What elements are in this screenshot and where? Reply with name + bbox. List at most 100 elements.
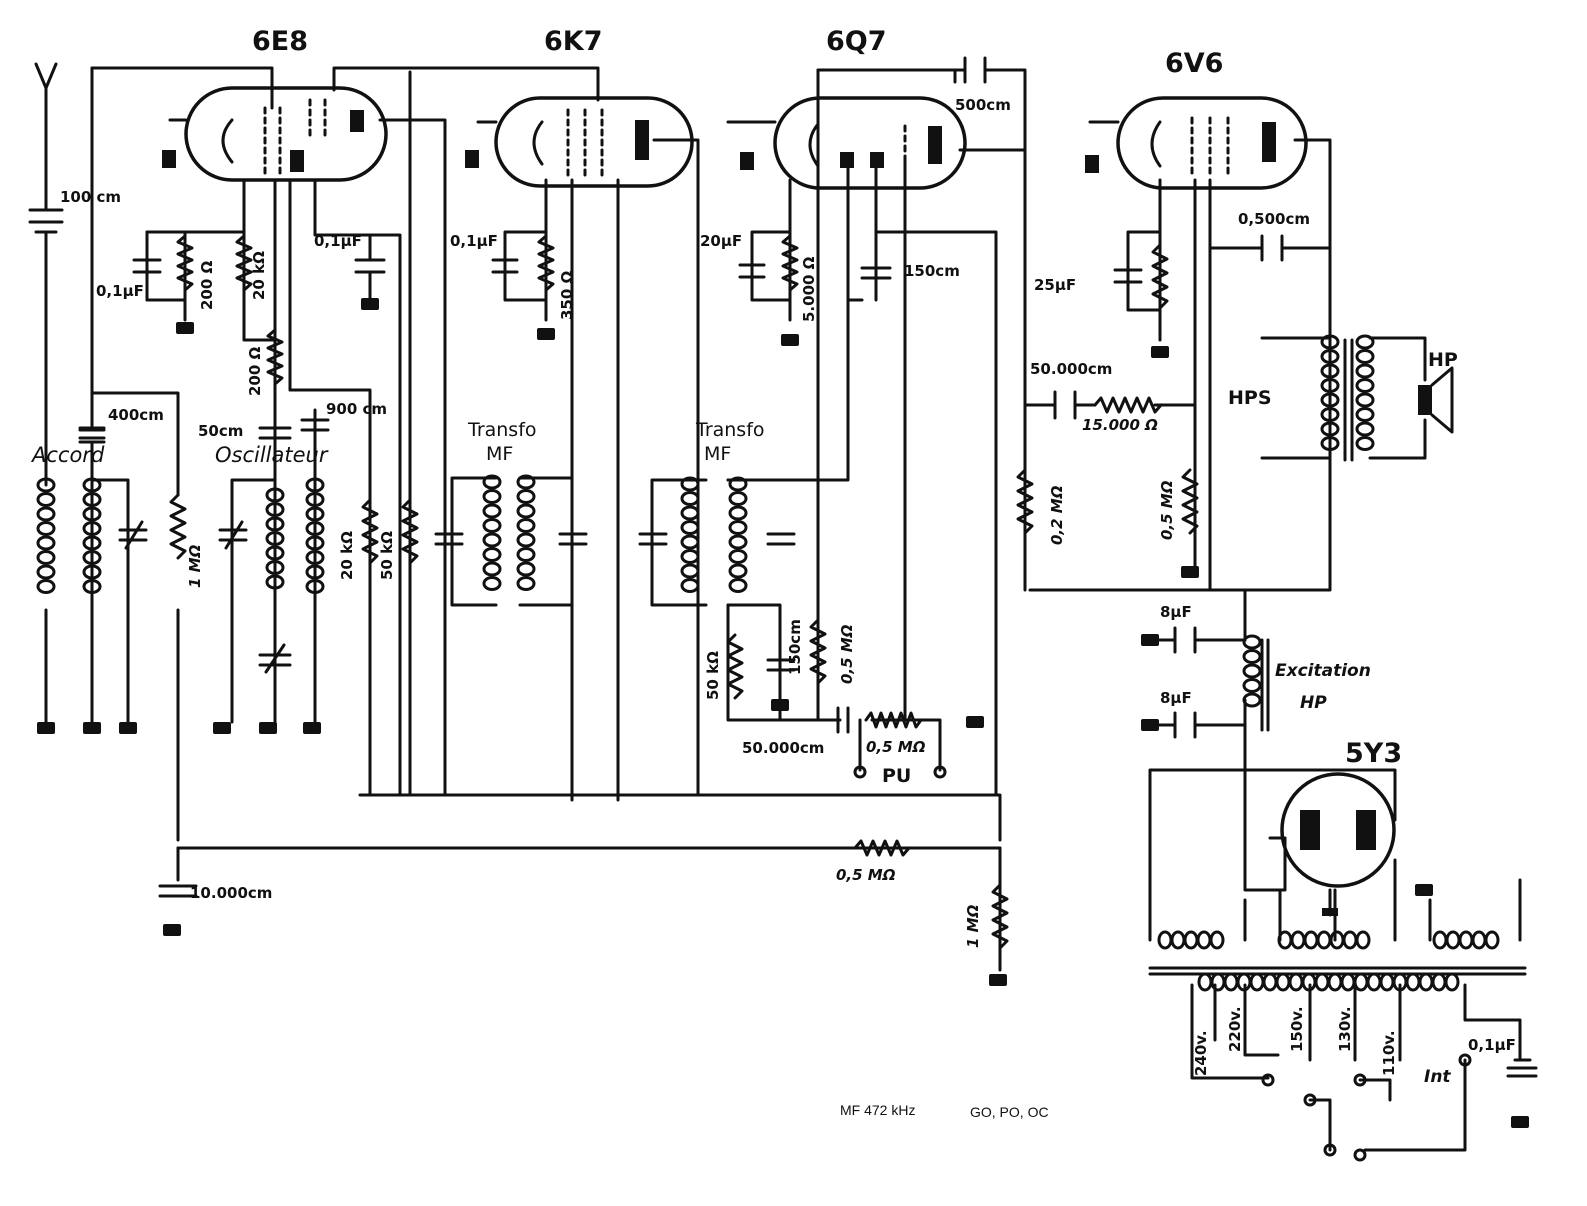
label-c-ant: 100 cm [60,188,121,206]
tap-130: 130v. [1336,1006,1354,1052]
coil-turn [516,547,536,562]
coil-turn [82,492,102,507]
label-c-6e8-sg: 0,1µF [314,232,362,250]
coil-turn [1458,930,1474,950]
coil-turn [1316,930,1332,950]
coil-turn [1196,930,1212,950]
coil-turn [1327,972,1343,992]
tube-label-6v6: 6V6 [1165,48,1223,79]
tube-5y3 [1268,772,1396,917]
coil-turn [36,492,56,507]
ground-icon [1415,884,1433,896]
coil-turn [1355,363,1375,379]
coil-turn [1183,930,1199,950]
label-c-0500: 0,500cm [1238,210,1310,228]
coil-turn [265,560,285,575]
coil-turn [1432,930,1448,950]
coil-turn [1320,378,1340,393]
ground-icon [537,328,555,340]
coil-turn [36,535,56,551]
coils [36,334,1500,992]
section-transfo-1: Transfo [467,419,537,441]
coil-turn [36,506,56,522]
label-r-20k: 20 kΩ [338,531,356,580]
label-r-05m-b: 0,5 MΩ [838,624,856,684]
section-hps: HPS [1228,387,1272,409]
coil-turn [1320,436,1340,451]
label-c-50000b: 50.000cm [742,739,824,757]
coil-turn [728,505,748,521]
coil-turn [1275,972,1291,992]
section-int: Int [1424,1067,1451,1087]
coil-turn [265,487,285,503]
ground-icon [37,722,55,734]
tube-6v6 [1085,96,1308,190]
coil-turn [36,521,56,536]
coil-turn [1320,363,1340,379]
coil-turn [1405,972,1421,992]
coil-turn [1445,930,1461,950]
ground-icon [176,322,194,334]
coil-turn [1242,663,1262,679]
label-r-50k: 50 kΩ [378,531,396,580]
coil-turn [1418,972,1434,992]
tap-220: 220v. [1226,1006,1244,1052]
coil-turn [1355,349,1375,364]
coil-turn [482,474,502,490]
label-c-8b: 8µF [1160,689,1192,707]
label-r-1m-b: 1 MΩ [964,904,982,948]
tube-label-5y3: 5Y3 [1345,738,1402,769]
capacitors [28,208,1538,1078]
tube-label-6e8: 6E8 [252,26,308,57]
coil-turn [1366,972,1382,992]
label-r-50k-b: 50 kΩ [704,651,722,700]
label-c-500: 500cm [955,96,1011,114]
coil-turn [1210,972,1226,992]
coil-turn [305,477,325,493]
coil-turn [516,561,536,577]
coil-turn [1342,930,1358,950]
label-r-05m-a: 0,5 MΩ [1158,480,1176,540]
coil-turn [82,579,102,594]
label-r-15000: 15.000 Ω [1082,416,1158,434]
section-hp: HP [1428,349,1458,371]
coil-turn [482,503,502,519]
coil-turn [82,506,102,522]
coil-turn [1379,972,1395,992]
footer-mf: MF 472 kHz [840,1102,915,1118]
coil-turn [265,545,285,561]
coil-turn [1290,930,1306,950]
coil-turn [82,550,102,565]
coil-turn [1484,930,1500,950]
coil-turn [1355,334,1375,350]
coil-turn [516,503,536,519]
ground-icon [1511,1116,1529,1128]
coil-turn [265,531,285,546]
ground-icon [83,722,101,734]
label-c-01-int: 0,1µF [1468,1036,1516,1054]
coil-turn [516,576,536,591]
coil-turn [728,520,748,535]
label-c-150b: 150cm [786,619,804,675]
section-transfo-2: Transfo [695,419,765,441]
coil-turn [36,550,56,565]
coil-turn [482,547,502,562]
label-c-400: 400cm [108,406,164,424]
resistors [169,234,1199,950]
label-c-6k7-k: 0,1µF [450,232,498,250]
tap-240: 240v. [1192,1030,1210,1076]
coil-turn [1355,378,1375,393]
ground-icon [361,298,379,310]
coil-turn [82,535,102,551]
coil-turn [305,550,325,565]
coil-turn [680,520,700,535]
label-r-02m: 0,2 MΩ [1048,485,1066,545]
section-accord: Accord [30,443,105,467]
coil-turn [680,578,700,593]
coil-turn [482,561,502,577]
section-oscillateur: Oscillateur [215,443,329,467]
label-c-900: 900 cm [326,400,387,418]
coil-turn [1197,972,1213,992]
coil-turn [82,521,102,536]
